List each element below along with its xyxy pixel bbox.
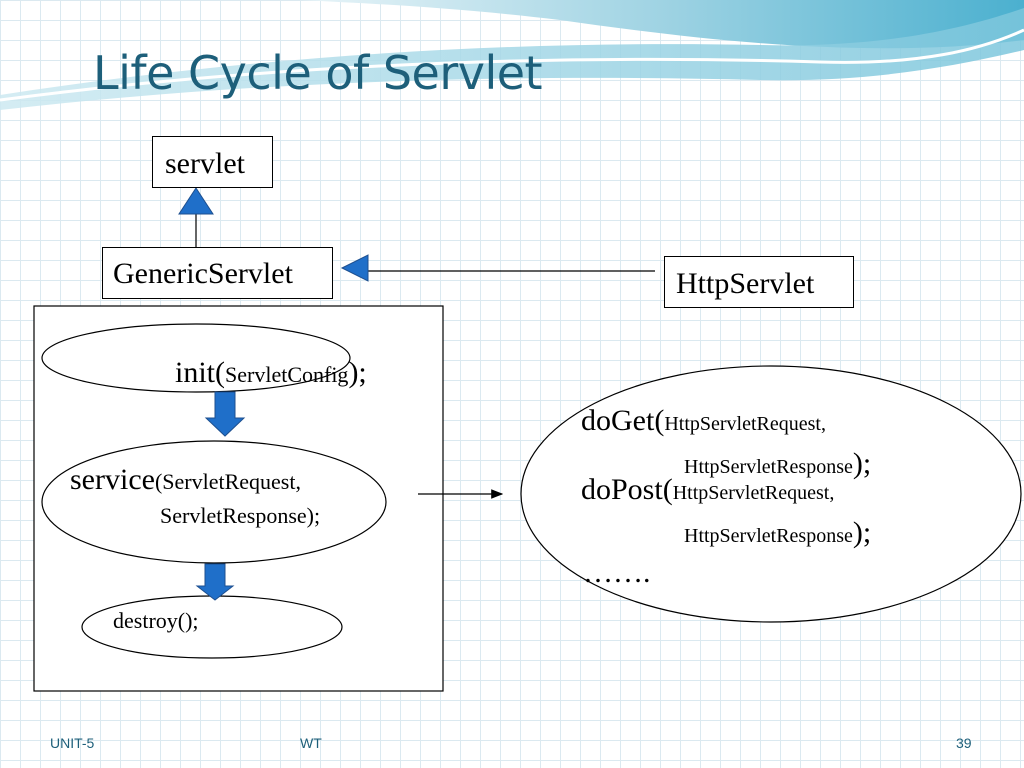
dopost-method-text: doPost(HttpServletRequest, [581, 473, 834, 507]
http-methods-oval [520, 365, 1022, 623]
servlet-class-box: servlet [152, 136, 273, 188]
init-method-close: ); [348, 356, 367, 389]
service-oval [41, 440, 387, 564]
dopost-method-param2-line: HttpServletResponse); [684, 516, 871, 550]
dopost-method-param1: HttpServletRequest, [672, 482, 835, 504]
doget-method-param2-line: HttpServletResponse); [684, 447, 871, 481]
wave-line [0, 28, 1024, 102]
doget-method-text: doGet(HttpServletRequest, [581, 404, 826, 438]
init-oval [41, 323, 351, 393]
doget-method-param1: HttpServletRequest, [664, 413, 826, 435]
dopost-method-close: ); [852, 516, 872, 549]
service-method-name: service [70, 463, 155, 496]
slide-title: Life Cycle of Servlet [93, 46, 543, 100]
service-method-param1: (ServletRequest, [154, 469, 301, 494]
wave-shape-top [300, 0, 1024, 49]
http-servlet-class-box: HttpServlet [664, 256, 854, 308]
down-arrow-init-to-service [204, 391, 246, 437]
generic-servlet-class-box: GenericServlet [102, 247, 333, 299]
doget-method-param2: HttpServletResponse [684, 456, 853, 478]
doget-method-close: ); [852, 447, 872, 480]
footer-page-number: 39 [956, 735, 972, 751]
wave-shape-middle [0, 8, 1024, 110]
generic-servlet-class-label: GenericServlet [113, 257, 293, 290]
wave-banner [0, 0, 1024, 110]
service-method-param2: ServletResponse); [160, 503, 321, 528]
inheritance-arrowhead-servlet [178, 187, 214, 215]
down-arrow-service-to-destroy [195, 563, 235, 601]
doget-method-name: doGet( [581, 404, 665, 437]
service-method-text: service(ServletRequest, [70, 463, 301, 497]
dopost-method-name: doPost( [581, 473, 673, 506]
footer-subject: WT [300, 735, 322, 751]
servlet-class-label: servlet [165, 147, 245, 180]
init-method-text: init(ServletConfig); [175, 356, 367, 390]
inheritance-arrowhead-generic [340, 254, 369, 282]
dopost-method-param2: HttpServletResponse [684, 525, 853, 547]
destroy-method-text: destroy(); [113, 608, 199, 633]
more-methods-ellipsis: ……. [583, 556, 651, 589]
http-servlet-class-label: HttpServlet [676, 267, 815, 300]
footer-unit: UNIT-5 [50, 735, 95, 751]
init-method-param: ServletConfig [225, 362, 349, 387]
init-method-name: init( [175, 356, 225, 389]
